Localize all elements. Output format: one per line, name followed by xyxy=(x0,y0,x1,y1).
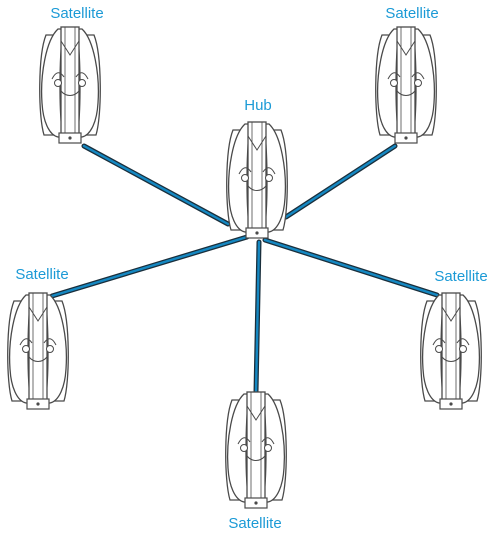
hub-label: Hub xyxy=(244,97,272,114)
link-hub-to-satellite-mid-right xyxy=(262,237,440,298)
satellite-top-left-device-icon xyxy=(39,26,101,144)
link-group xyxy=(49,143,440,395)
satellite-bottom-device-icon xyxy=(225,391,287,509)
satellite-mid-right-label: Satellite xyxy=(434,268,488,285)
satellite-top-left-label: Satellite xyxy=(50,5,104,22)
hub-device-icon xyxy=(226,121,288,239)
satellite-top-right-device-icon xyxy=(375,26,437,144)
satellite-mid-left-label: Satellite xyxy=(15,266,69,283)
link-hub-to-satellite-mid-left xyxy=(49,234,250,299)
link-hub-to-satellite-top-left xyxy=(81,143,231,227)
link-hub-to-satellite-bottom xyxy=(253,239,262,395)
satellite-bottom-label: Satellite xyxy=(228,515,282,532)
satellite-mid-right-device-icon xyxy=(420,292,482,410)
satellite-mid-left-device-icon xyxy=(7,292,69,410)
link-hub-to-satellite-top-right xyxy=(283,143,398,220)
satellite-top-right-label: Satellite xyxy=(385,5,439,22)
